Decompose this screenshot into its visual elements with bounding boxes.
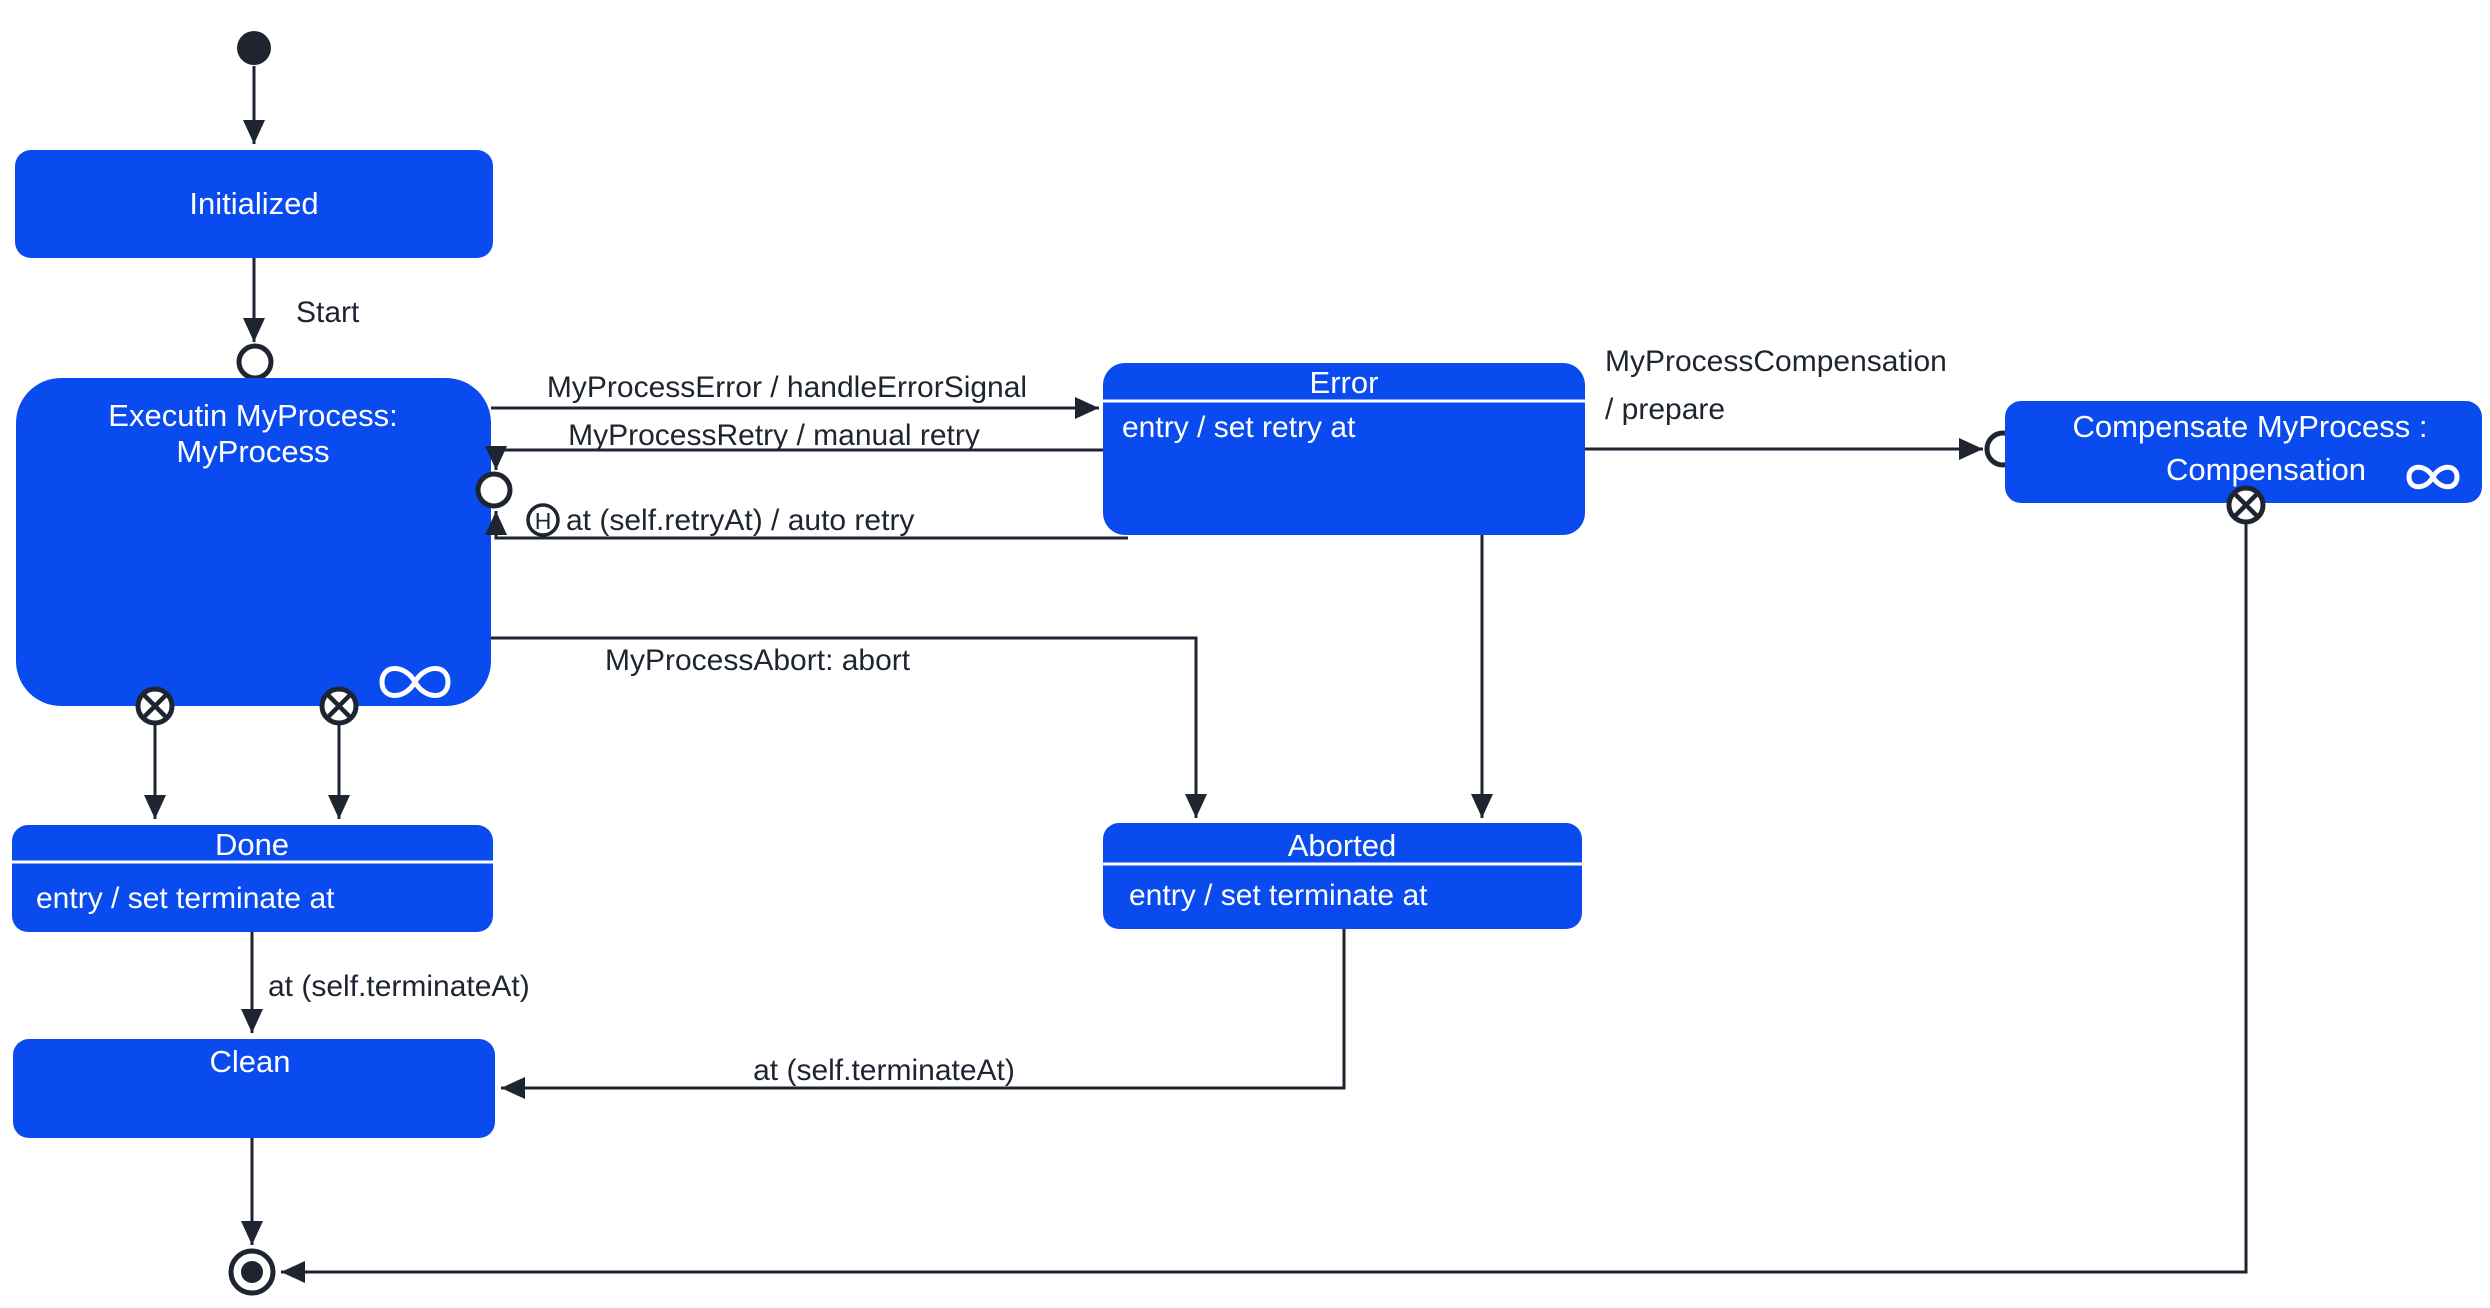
final-state[interactable] [228,1248,276,1296]
transition-manual-retry-label: MyProcessRetry / manual retry [568,419,980,452]
state-compensate-title-line2: Compensation [2166,452,2366,487]
state-executing-box[interactable] [16,378,491,706]
state-compensate[interactable]: Compensate MyProcess : Compensation [2005,401,2482,503]
exit-point-executing-left[interactable] [135,686,175,726]
state-error[interactable]: Error entry / set retry at [1103,363,1585,535]
history-icon-letter: H [535,508,552,534]
state-aborted[interactable]: Aborted entry / set terminate at [1103,823,1582,929]
state-aborted-title: Aborted [1288,828,1397,863]
transition-auto-retry[interactable] [485,511,1128,540]
state-executing-title-line1: Executin MyProcess: [108,398,397,433]
state-initialized[interactable]: Initialized [15,150,493,258]
transition-error-label: MyProcessError / handleErrorSignal [547,371,1027,404]
state-done[interactable]: Done entry / set terminate at [12,825,493,932]
transition-done-to-clean-label: at (self.terminateAt) [268,970,530,1003]
infinity-icon [2406,464,2460,490]
transition-start-label: Start [296,296,360,329]
transition-aborted-to-clean[interactable] [501,929,1346,1099]
state-aborted-box[interactable] [1103,823,1582,929]
state-initialized-box[interactable] [15,150,493,258]
state-compensate-title-line1: Compensate MyProcess : [2073,409,2428,444]
exit-point-executing-right[interactable] [319,686,359,726]
history-icon: H [526,503,560,537]
state-error-box[interactable] [1103,363,1585,535]
state-done-box[interactable] [12,825,493,932]
transition-auto-retry-label: at (self.retryAt) / auto retry [566,504,914,537]
infinity-icon [379,666,451,698]
transition-compensation-label-line2: / prepare [1605,393,1725,426]
state-clean[interactable]: Clean [13,1039,495,1138]
state-error-title: Error [1310,365,1379,400]
transition-abort-label: MyProcessAbort: abort [605,644,911,677]
state-executing[interactable]: Executin MyProcess: MyProcess [16,378,491,706]
transition-compensate-to-final[interactable] [281,522,2248,1283]
state-clean-box[interactable] [13,1039,495,1138]
transition-compensation-label-line1: MyProcessCompensation [1605,345,1947,378]
transition-abort[interactable] [491,636,1207,818]
state-error-body: entry / set retry at [1122,411,1356,444]
state-initialized-title: Initialized [189,186,318,221]
state-clean-title: Clean [210,1044,291,1079]
exit-point-compensate[interactable] [2226,485,2266,525]
transition-manual-retry[interactable] [485,446,1103,470]
state-compensate-box[interactable] [2005,401,2482,503]
state-done-title: Done [215,827,289,862]
state-executing-title-line2: MyProcess [176,434,329,469]
initial-state-dot[interactable] [237,31,271,65]
state-done-body: entry / set terminate at [36,882,335,915]
entry-point-executing-top[interactable] [236,343,274,381]
entry-point-executing-right[interactable] [475,471,513,509]
state-aborted-body: entry / set terminate at [1129,879,1428,912]
transition-aborted-to-clean-label: at (self.terminateAt) [753,1054,1015,1087]
